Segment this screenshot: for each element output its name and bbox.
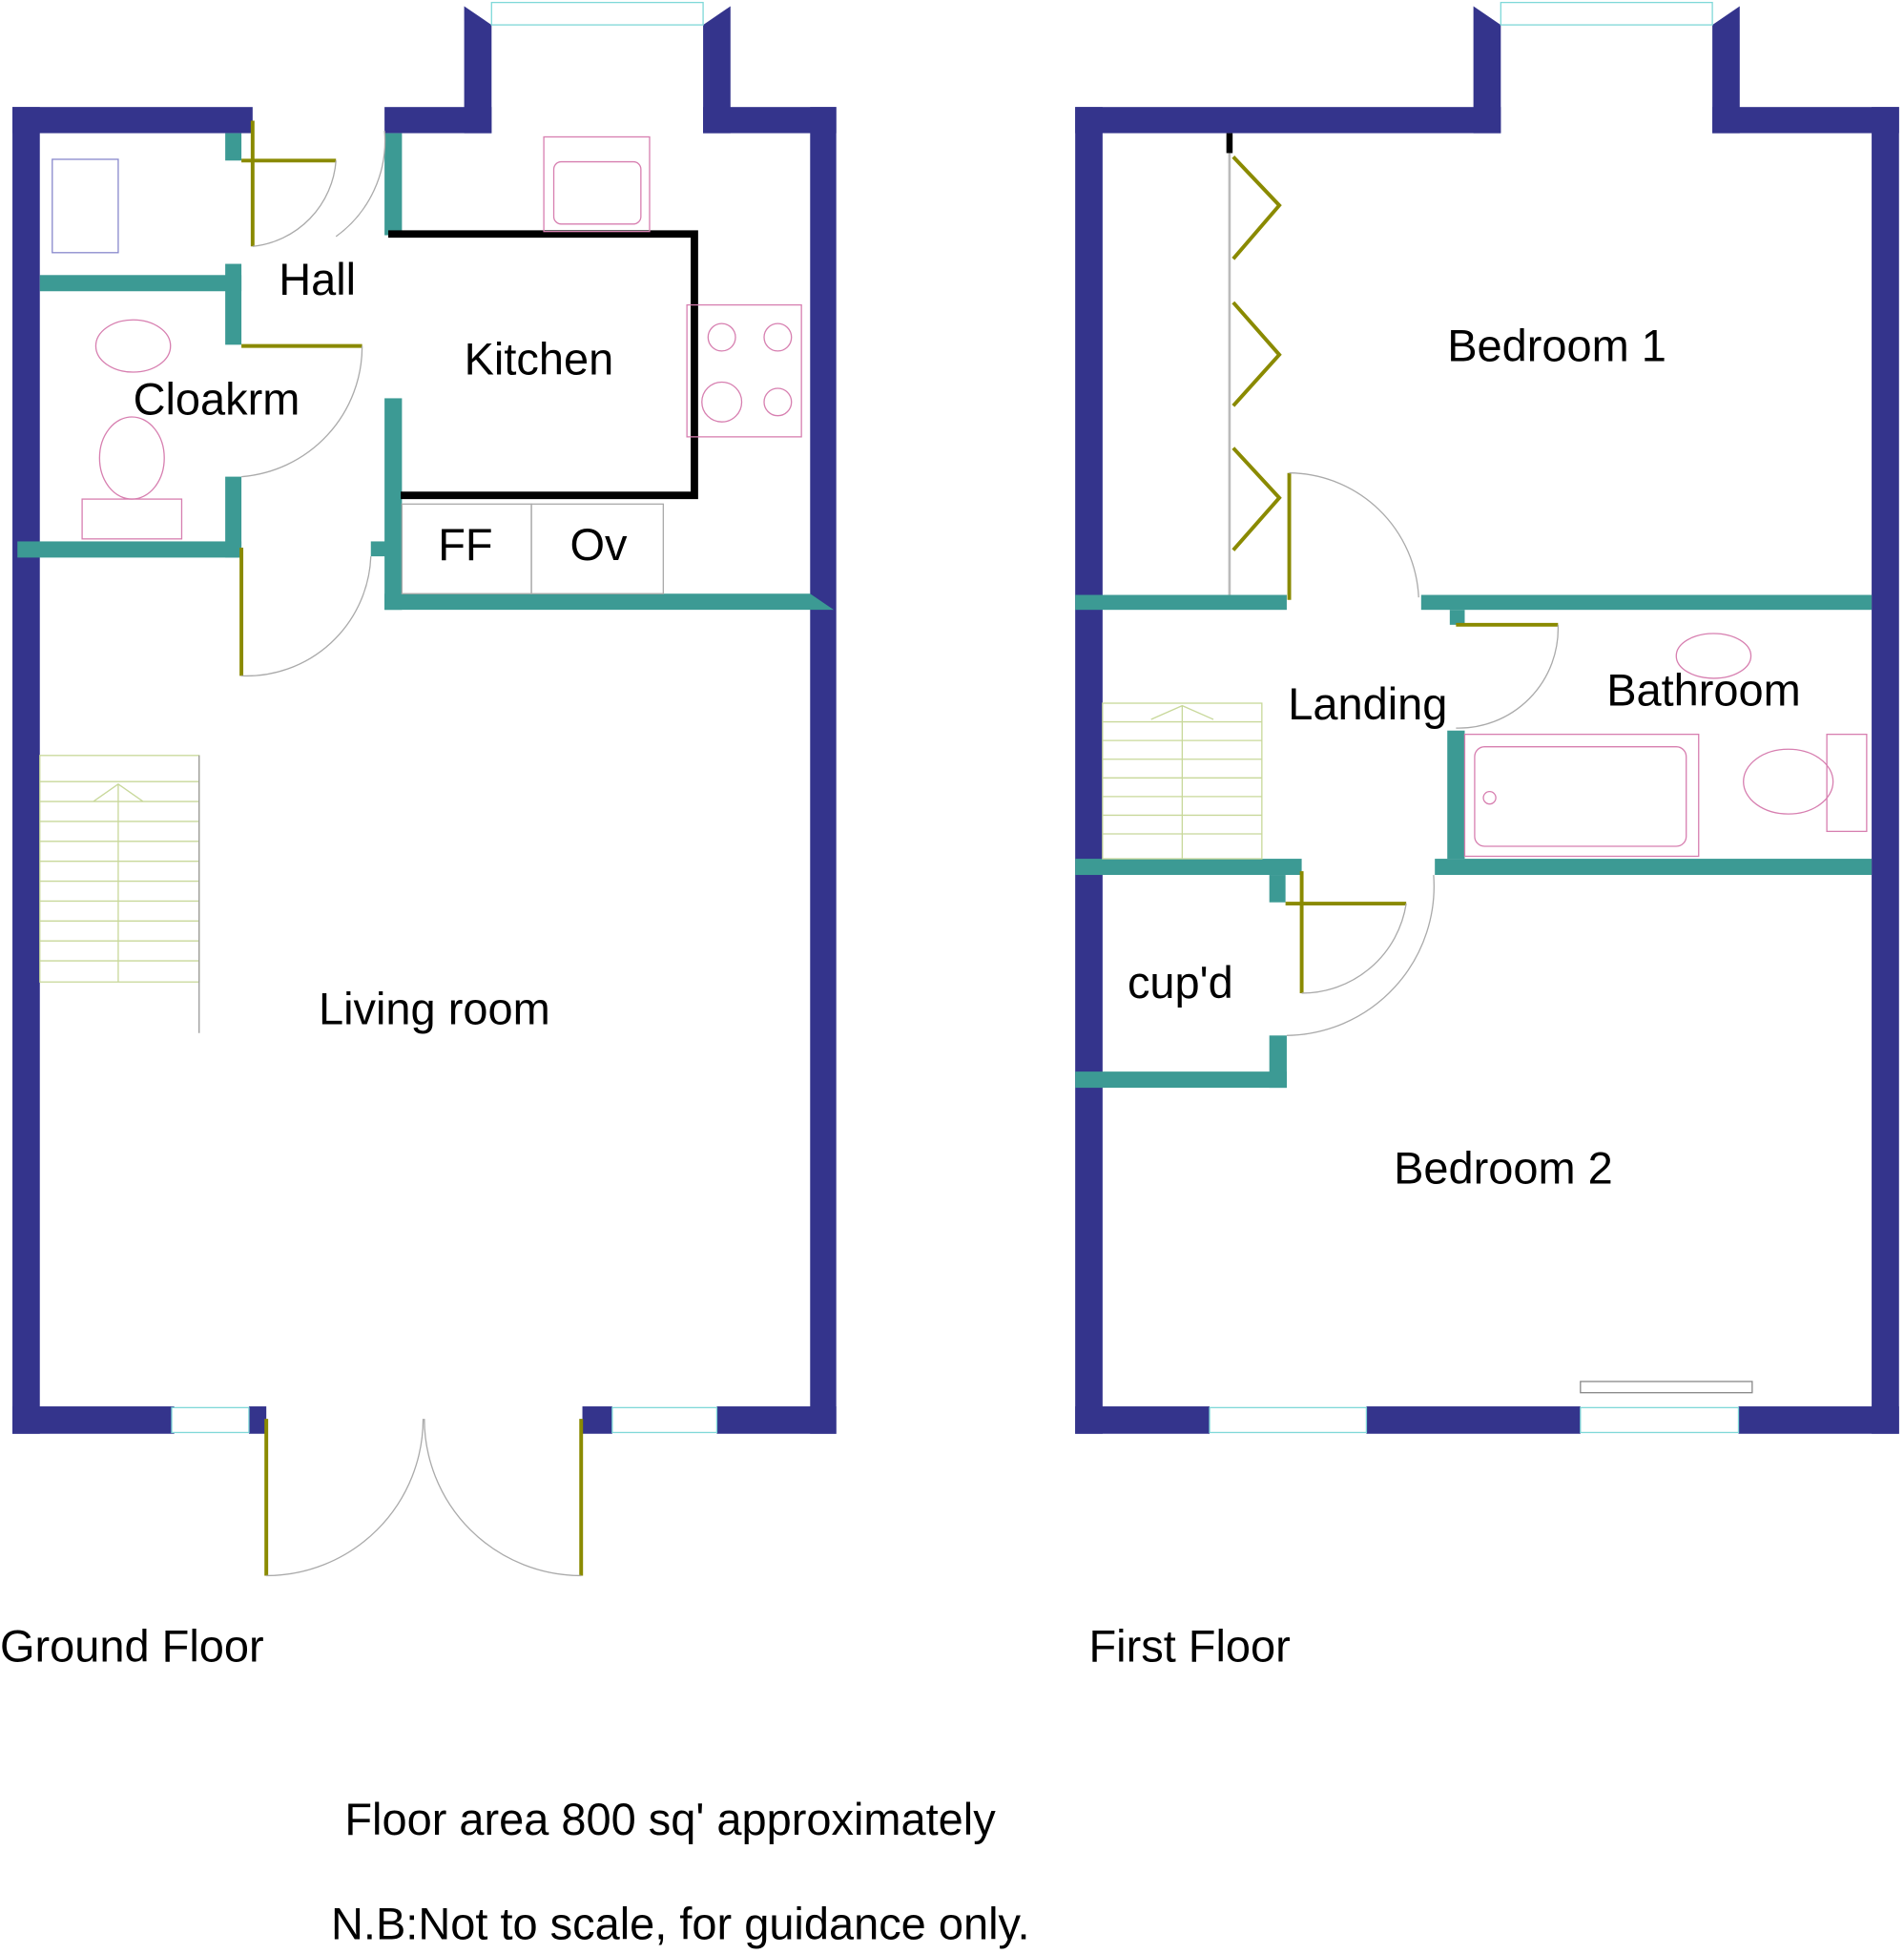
room-label-landing: Landing	[1288, 678, 1447, 729]
room-label-bathroom: Bathroom	[1606, 665, 1801, 716]
window	[1500, 1, 1713, 26]
basin	[94, 319, 172, 373]
floor-area-note: Floor area 800 sq' approximately	[344, 1794, 996, 1844]
room-label-kitchen: Kitchen	[465, 334, 614, 385]
staircase	[1102, 702, 1263, 860]
window	[611, 1406, 718, 1434]
room-label-hall: Hall	[279, 254, 356, 304]
hob	[686, 303, 802, 438]
staircase	[39, 755, 200, 1033]
room-label-living-room: Living room	[319, 984, 550, 1034]
room-label-bedroom-2: Bedroom 2	[1394, 1143, 1613, 1194]
toilet	[98, 416, 165, 500]
ground-floor-title: Ground Floor	[0, 1620, 264, 1671]
window	[1580, 1406, 1740, 1434]
room-label-cupboard: cup'd	[1128, 957, 1233, 1008]
toilet	[1743, 748, 1834, 815]
window	[490, 1, 704, 26]
room-label-bedroom-1: Bedroom 1	[1447, 320, 1666, 370]
bath	[1463, 733, 1700, 858]
first-floor-title: First Floor	[1089, 1620, 1291, 1671]
basin	[1675, 633, 1752, 679]
disclaimer-note: N.B:Not to scale, for guidance only.	[331, 1898, 1030, 1948]
ground-floor-plan	[12, 1, 837, 1577]
room-label-cloakroom: Cloakrm	[134, 373, 300, 424]
first-floor-plan	[1075, 1, 1899, 1434]
label-oven: Ov	[569, 519, 628, 570]
kitchen-sink	[543, 135, 651, 233]
window	[1209, 1406, 1368, 1434]
window	[171, 1406, 250, 1434]
label-fridge-freezer: FF	[438, 519, 492, 570]
